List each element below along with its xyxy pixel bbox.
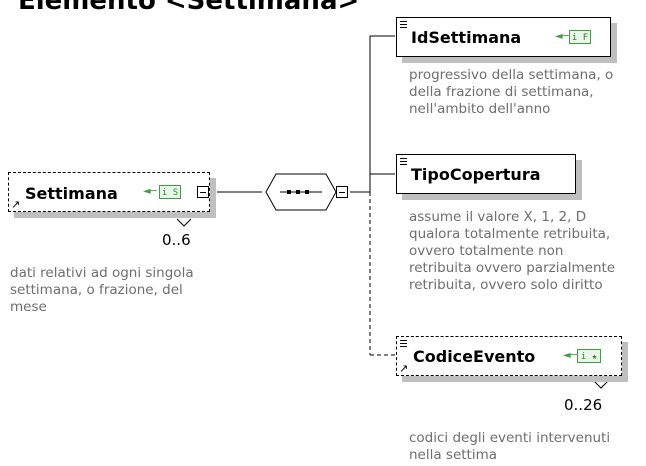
codiceevento-node[interactable]: ↗ CodiceEvento ◄─ i ★: [396, 336, 622, 376]
type-badge: i F: [569, 30, 591, 44]
element-lines-icon: [400, 158, 407, 167]
root-collapse-icon[interactable]: [197, 186, 209, 198]
type-badge: i ★: [577, 349, 601, 363]
root-node[interactable]: ↗ Settimana ◄─ i S: [8, 172, 210, 212]
tipocopertura-node-label: TipoCopertura: [411, 165, 541, 184]
diagram-title: Elemento <Settimana>: [18, 0, 360, 16]
root-multiplicity: 0..6: [162, 231, 191, 249]
codiceevento-multiplicity: 0..26: [564, 396, 603, 414]
tipocopertura-node[interactable]: TipoCopertura: [396, 154, 576, 194]
codiceevento-node-label: CodiceEvento: [413, 347, 536, 366]
attribute-arrow-icon: ◄─: [563, 350, 577, 361]
idsettimana-node-label: IdSettimana: [411, 28, 522, 47]
idsettimana-description: progressivo della settimana, o della fra…: [409, 67, 614, 117]
element-lines-icon: [400, 21, 407, 30]
element-lines-icon: [400, 340, 407, 349]
root-node-label: Settimana: [25, 184, 118, 203]
idsettimana-node[interactable]: IdSettimana ◄─ i F: [396, 17, 611, 57]
tipocopertura-description: assume il valore X, 1, 2, D qualora tota…: [409, 209, 616, 293]
sequence-collapse-icon[interactable]: [336, 186, 348, 198]
attribute-arrow-icon: ◄─: [143, 186, 157, 197]
attribute-arrow-icon: ◄─: [555, 31, 569, 42]
type-badge: i S: [159, 185, 181, 199]
reference-arrow-icon: ↗: [11, 198, 21, 211]
reference-arrow-icon: ↗: [399, 362, 409, 375]
root-description: dati relativi ad ogni singola settimana,…: [10, 265, 194, 315]
codiceevento-description: codici degli eventi intervenuti nella se…: [409, 430, 611, 463]
